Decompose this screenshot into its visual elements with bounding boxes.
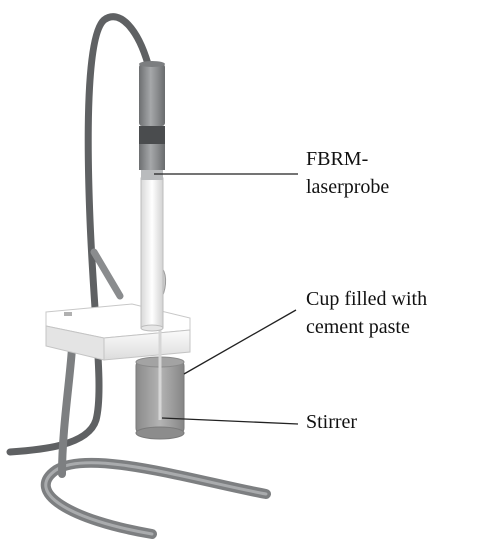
stand-base (40, 457, 271, 539)
probe-lower-tube (140, 177, 164, 332)
label-fbrm-probe-line1: FBRM- (306, 148, 369, 170)
fbrm-probe (139, 61, 165, 180)
label-cup: Cup filled with cement paste (306, 285, 427, 341)
label-stirrer: Stirrer (306, 408, 357, 436)
label-fbrm-probe: FBRM- laserprobe (306, 145, 389, 201)
label-cup-line2: cement paste (306, 316, 410, 338)
leader-line-stirrer (161, 417, 299, 425)
label-cup-line1: Cup filled with (306, 288, 428, 310)
holder-bracket (45, 303, 191, 361)
label-stirrer-line1: Stirrer (306, 411, 358, 433)
label-fbrm-probe-line2: laserprobe (306, 176, 390, 198)
clamp-screw (90, 248, 124, 300)
leader-line-cup (183, 309, 297, 375)
probe-cable (6, 13, 152, 456)
